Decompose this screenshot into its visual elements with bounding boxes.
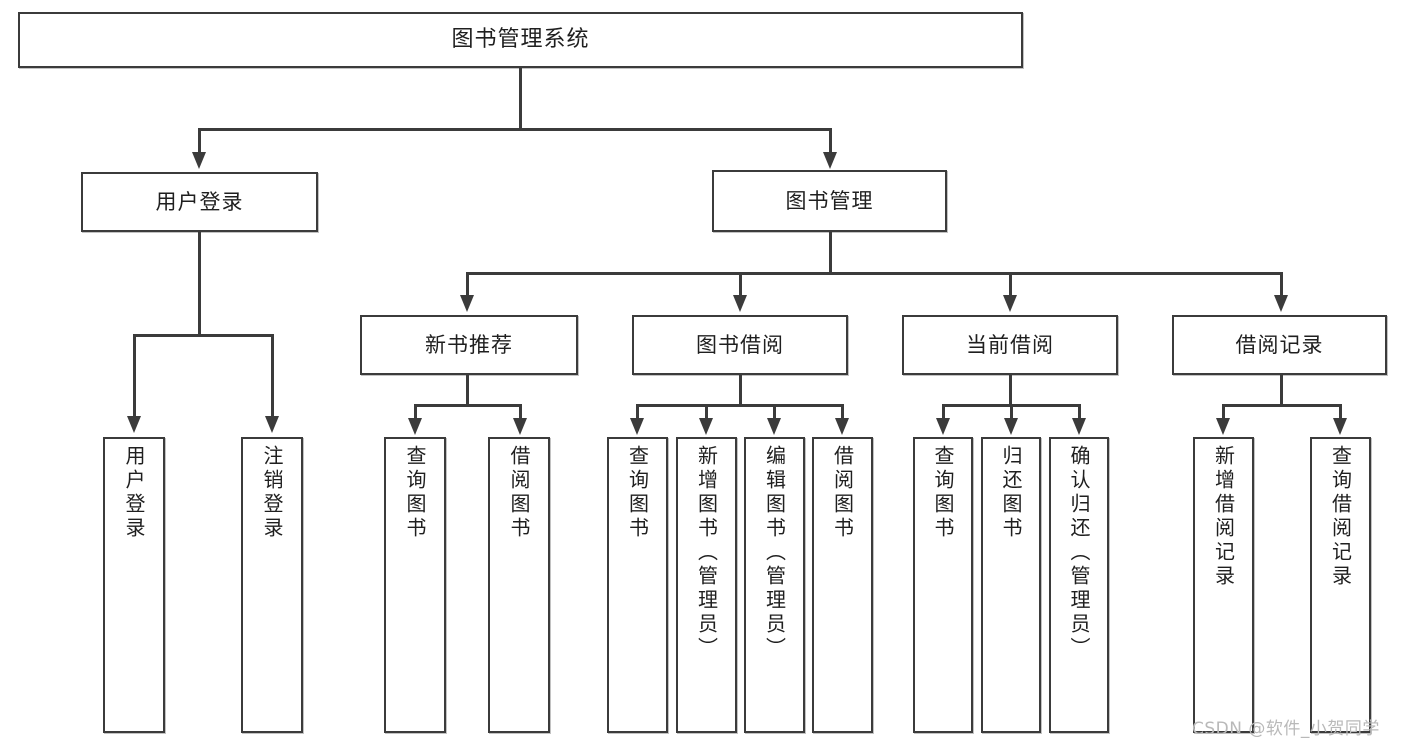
leaf-borrow-book-recommend[interactable]: 借阅图书 bbox=[488, 437, 550, 733]
leaf-query-book-recommend-label: 查询图书 bbox=[403, 445, 427, 541]
connector-book-mgmt-to-book-borrow bbox=[739, 272, 742, 299]
arrowhead-current-borrow-to-leaf-1 bbox=[936, 418, 950, 435]
leaf-borrow-book-borrow-label: 借阅图书 bbox=[830, 445, 855, 541]
connector-book-borrow-stem bbox=[739, 375, 742, 406]
connector-borrow-record-bus bbox=[1222, 404, 1340, 407]
arrowhead-book-borrow-to-leaf-2 bbox=[699, 418, 713, 435]
node-book-management-label: 图书管理 bbox=[785, 188, 874, 213]
connector-book-mgmt-stem bbox=[829, 232, 832, 274]
leaf-add-borrow-record[interactable]: 新增借阅记录 bbox=[1193, 437, 1254, 733]
leaf-logout-label: 注销登录 bbox=[260, 445, 284, 541]
node-new-book-recommend-label: 新书推荐 bbox=[425, 332, 513, 357]
leaf-add-book-admin[interactable]: 新增图书（管理员） bbox=[676, 437, 737, 733]
leaf-query-book-recommend[interactable]: 查询图书 bbox=[384, 437, 446, 733]
node-current-borrow[interactable]: 当前借阅 bbox=[902, 315, 1118, 375]
arrowhead-borrow-record-to-leaf-2 bbox=[1333, 418, 1347, 435]
arrowhead-current-borrow-to-leaf-2 bbox=[1004, 418, 1018, 435]
node-book-borrow-label: 图书借阅 bbox=[696, 332, 784, 357]
node-book-borrow[interactable]: 图书借阅 bbox=[632, 315, 848, 375]
arrowhead-book-borrow-to-leaf-3 bbox=[767, 418, 781, 435]
connector-book-mgmt-to-current-borrow bbox=[1009, 272, 1012, 299]
node-root-system[interactable]: 图书管理系统 bbox=[18, 12, 1023, 68]
arrowhead-new-book-to-leaf-2 bbox=[513, 418, 527, 435]
leaf-user-login-label: 用户登录 bbox=[122, 445, 146, 541]
leaf-edit-book-admin[interactable]: 编辑图书（管理员） bbox=[744, 437, 805, 733]
connector-borrow-record-to-leaf-1 bbox=[1222, 404, 1225, 421]
arrowhead-new-book-to-leaf-1 bbox=[408, 418, 422, 435]
connector-user-login-to-leaf-2 bbox=[271, 334, 274, 420]
connector-new-book-to-leaf-1 bbox=[414, 404, 417, 421]
connector-new-book-stem bbox=[466, 375, 469, 406]
connector-current-borrow-to-leaf-1 bbox=[942, 404, 945, 421]
leaf-confirm-return-admin-label: 确认归还（管理员） bbox=[1067, 445, 1091, 661]
connector-book-borrow-bus bbox=[636, 404, 843, 407]
connector-borrow-record-to-leaf-2 bbox=[1339, 404, 1342, 421]
node-new-book-recommend[interactable]: 新书推荐 bbox=[360, 315, 578, 375]
connector-user-login-bus bbox=[133, 334, 271, 337]
arrowhead-user-login-to-leaf-1 bbox=[127, 416, 141, 433]
arrowhead-root-to-user-login bbox=[192, 152, 206, 169]
leaf-query-borrow-record-label: 查询借阅记录 bbox=[1328, 445, 1353, 589]
arrowhead-book-mgmt-to-current-borrow bbox=[1003, 295, 1017, 312]
connector-user-login-to-leaf-1 bbox=[133, 334, 136, 420]
leaf-add-book-admin-label: 新增图书（管理员） bbox=[694, 445, 719, 661]
leaf-user-login[interactable]: 用户登录 bbox=[103, 437, 165, 733]
connector-root-stem bbox=[519, 68, 522, 130]
leaf-query-borrow-record[interactable]: 查询借阅记录 bbox=[1310, 437, 1371, 733]
connector-current-borrow-to-leaf-2 bbox=[1010, 404, 1013, 421]
connector-book-mgmt-to-borrow-record bbox=[1280, 272, 1283, 299]
arrowhead-root-to-book-mgmt bbox=[823, 152, 837, 169]
connector-book-mgmt-to-new-book bbox=[466, 272, 469, 299]
connector-book-borrow-to-leaf-3 bbox=[773, 404, 776, 421]
leaf-query-book-current[interactable]: 查询图书 bbox=[913, 437, 973, 733]
connector-current-borrow-stem bbox=[1009, 375, 1012, 406]
leaf-borrow-book-recommend-label: 借阅图书 bbox=[507, 445, 531, 541]
leaf-borrow-book-borrow[interactable]: 借阅图书 bbox=[812, 437, 873, 733]
connector-new-book-bus bbox=[414, 404, 519, 407]
node-current-borrow-label: 当前借阅 bbox=[966, 332, 1054, 357]
leaf-query-book-borrow-label: 查询图书 bbox=[625, 445, 650, 541]
leaf-add-borrow-record-label: 新增借阅记录 bbox=[1211, 445, 1236, 589]
leaf-return-book[interactable]: 归还图书 bbox=[981, 437, 1041, 733]
leaf-query-book-current-label: 查询图书 bbox=[931, 445, 955, 541]
connector-user-login-stem bbox=[198, 232, 201, 336]
node-borrow-record-label: 借阅记录 bbox=[1235, 332, 1324, 357]
connector-current-borrow-to-leaf-3 bbox=[1078, 404, 1081, 421]
arrowhead-book-mgmt-to-book-borrow bbox=[733, 295, 747, 312]
arrowhead-borrow-record-to-leaf-1 bbox=[1216, 418, 1230, 435]
connector-root-to-book-mgmt bbox=[829, 128, 832, 156]
leaf-query-book-borrow[interactable]: 查询图书 bbox=[607, 437, 668, 733]
node-user-login[interactable]: 用户登录 bbox=[81, 172, 318, 232]
leaf-edit-book-admin-label: 编辑图书（管理员） bbox=[762, 445, 787, 661]
node-book-management[interactable]: 图书管理 bbox=[712, 170, 947, 232]
leaf-return-book-label: 归还图书 bbox=[999, 445, 1023, 541]
connector-root-to-user-login bbox=[198, 128, 201, 156]
connector-book-borrow-to-leaf-4 bbox=[841, 404, 844, 421]
leaf-logout[interactable]: 注销登录 bbox=[241, 437, 303, 733]
connector-borrow-record-stem bbox=[1280, 375, 1283, 406]
connector-book-borrow-to-leaf-1 bbox=[636, 404, 639, 421]
connector-root-bus bbox=[198, 128, 831, 131]
arrowhead-user-login-to-leaf-2 bbox=[265, 416, 279, 433]
node-user-login-label: 用户登录 bbox=[155, 189, 244, 214]
connector-book-mgmt-bus bbox=[466, 272, 1280, 275]
node-root-label: 图书管理系统 bbox=[451, 27, 590, 53]
arrowhead-current-borrow-to-leaf-3 bbox=[1072, 418, 1086, 435]
connector-new-book-to-leaf-2 bbox=[519, 404, 522, 421]
connector-book-borrow-to-leaf-2 bbox=[705, 404, 708, 421]
arrowhead-book-borrow-to-leaf-1 bbox=[630, 418, 644, 435]
arrowhead-book-mgmt-to-borrow-record bbox=[1274, 295, 1288, 312]
arrowhead-book-borrow-to-leaf-4 bbox=[835, 418, 849, 435]
leaf-confirm-return-admin[interactable]: 确认归还（管理员） bbox=[1049, 437, 1109, 733]
arrowhead-book-mgmt-to-new-book bbox=[460, 295, 474, 312]
node-borrow-record[interactable]: 借阅记录 bbox=[1172, 315, 1387, 375]
